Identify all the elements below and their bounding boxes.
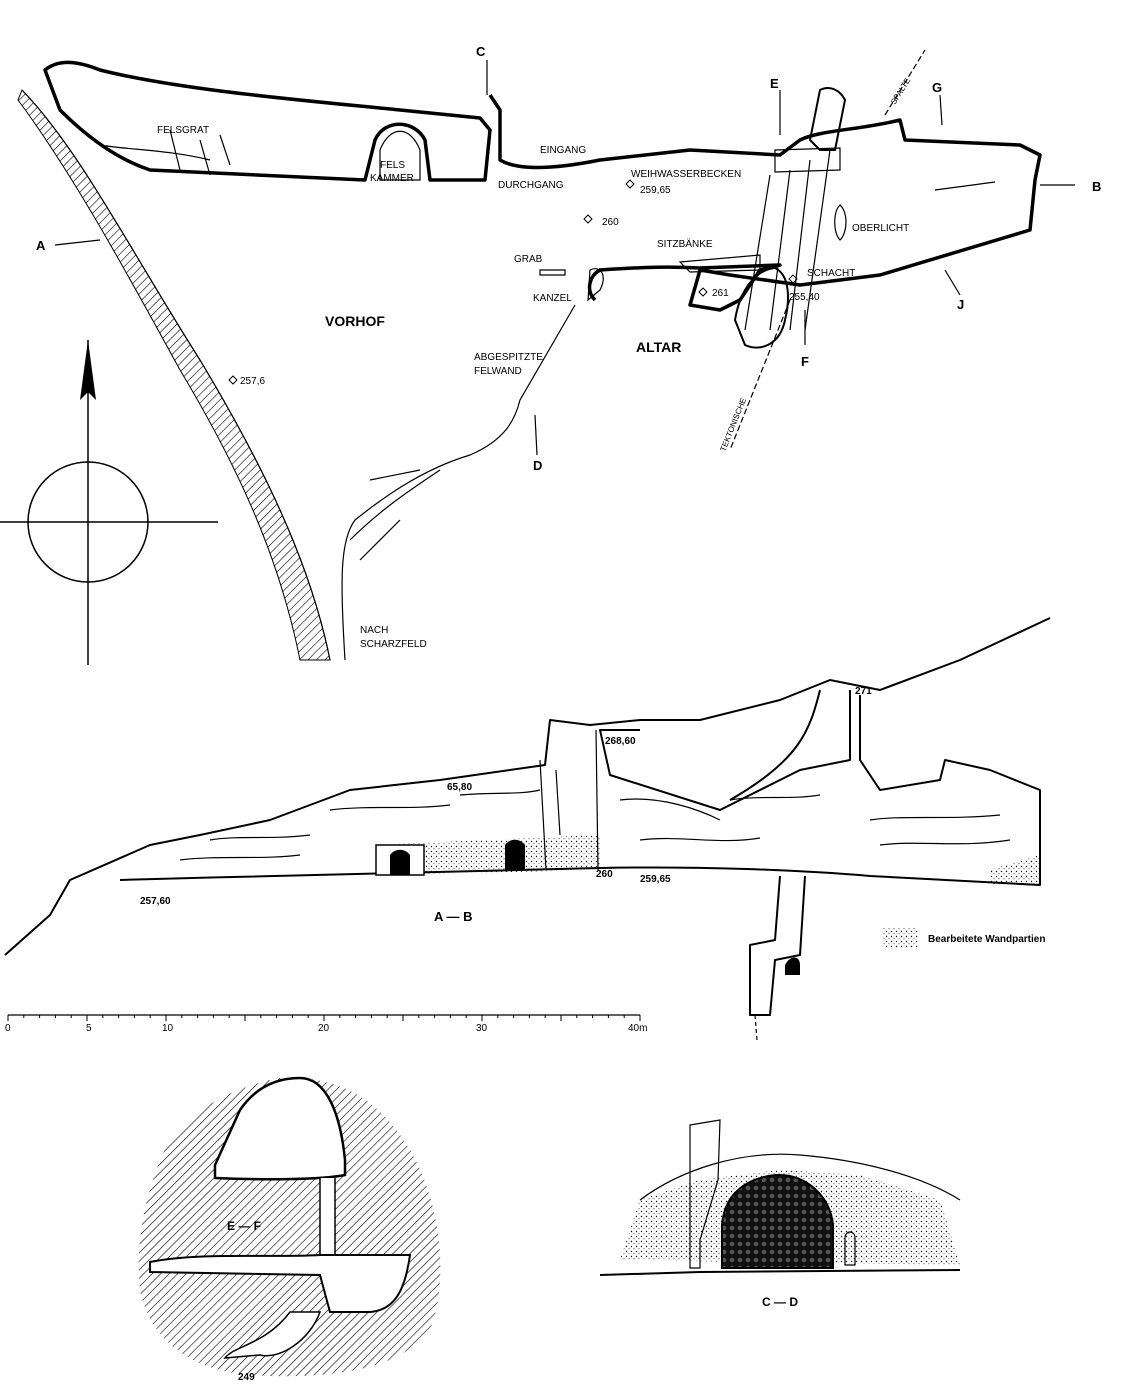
label-felwand: FELWAND	[474, 366, 522, 377]
section-letter-b: B	[1092, 179, 1101, 194]
section-ab-title: A — B	[434, 909, 473, 924]
section-letter-f: F	[801, 354, 809, 369]
section-letter-c: C	[476, 44, 486, 59]
section-letter-d: D	[533, 458, 542, 473]
scale-tick-30: 30	[476, 1023, 488, 1034]
legend-label: Bearbeitete Wandpartien	[928, 934, 1045, 945]
elevation-260: 260	[602, 217, 619, 228]
scale-bar[interactable]: 0 5 10 20 30 40m	[5, 1014, 647, 1034]
scale-tick-20: 20	[318, 1023, 330, 1034]
label-altar: ALTAR	[636, 339, 681, 355]
plan-view: FELSGRAT FELS KAMMER EINGANG DURCHGANG W…	[0, 44, 1101, 665]
section-c-d: C — D	[599, 1119, 961, 1309]
ab-elevation-65-80: 65,80	[447, 782, 472, 793]
scale-tick-0: 0	[5, 1023, 11, 1034]
ab-elevation-271: 271	[855, 686, 872, 697]
ab-elevation-257-60: 257,60	[140, 896, 171, 907]
legend-dots-swatch	[882, 928, 918, 948]
elevation-257-6: 257,6	[240, 376, 265, 387]
label-scharzfeld: SCHARZFELD	[360, 639, 427, 650]
label-nach: NACH	[360, 625, 388, 636]
ef-upper-chamber	[213, 1076, 347, 1181]
ef-middle-gallery	[149, 1254, 412, 1313]
cd-grated-arch	[721, 1173, 834, 1269]
label-kammer: KAMMER	[370, 173, 414, 184]
section-letter-e: E	[770, 76, 779, 91]
label-weihwasserbecken: WEIHWASSERBECKEN	[631, 169, 741, 180]
section-a-b: 271 268,60 65,80 260 259,65 257,60 A — B…	[4, 617, 1051, 1041]
label-durchgang: DURCHGANG	[498, 180, 564, 191]
elevation-255-40: 255,40	[789, 292, 820, 303]
ab-elevation-259-65: 259,65	[640, 874, 671, 885]
label-schacht: SCHACHT	[807, 268, 855, 279]
section-e-f: E — F 249	[138, 1076, 441, 1383]
section-cd-title: C — D	[762, 1295, 798, 1309]
section-letter-j: J	[957, 297, 964, 312]
main-cave-outline	[488, 94, 1042, 312]
scale-tick-10: 10	[162, 1023, 174, 1034]
elevation-261: 261	[712, 288, 729, 299]
ab-dotted-right	[990, 855, 1040, 885]
ef-elevation-249: 249	[238, 1372, 255, 1383]
elevation-259-65: 259,65	[640, 185, 671, 196]
scale-tick-40m: 40m	[628, 1023, 647, 1034]
label-grab: GRAB	[514, 254, 543, 265]
felsgrat-outline	[43, 60, 492, 182]
scale-tick-5: 5	[86, 1023, 92, 1034]
ab-terrain-outline	[4, 617, 1051, 956]
ab-dotted-walls	[375, 835, 600, 875]
label-spalte: SPALTE	[889, 76, 912, 106]
label-vorhof: VORHOF	[325, 313, 385, 329]
ab-elevation-260: 260	[596, 869, 613, 880]
label-fels: FELS	[380, 160, 405, 171]
section-ef-title: E — F	[227, 1219, 261, 1233]
label-kanzel: KANZEL	[533, 293, 572, 304]
section-letter-g: G	[932, 80, 942, 95]
label-abgespitzte: ABGESPITZTE	[474, 352, 543, 363]
label-eingang: EINGANG	[540, 145, 586, 156]
label-felsgrat: FELSGRAT	[157, 125, 209, 136]
north-arrow	[0, 340, 218, 665]
label-tektonische: TEKTONISCHE	[719, 397, 749, 453]
section-letter-a: A	[36, 238, 46, 253]
ab-elevation-268-60: 268,60	[605, 736, 636, 747]
label-oberlicht: OBERLICHT	[852, 223, 909, 234]
label-sitzbaenke: SITZBÄNKE	[657, 238, 713, 250]
